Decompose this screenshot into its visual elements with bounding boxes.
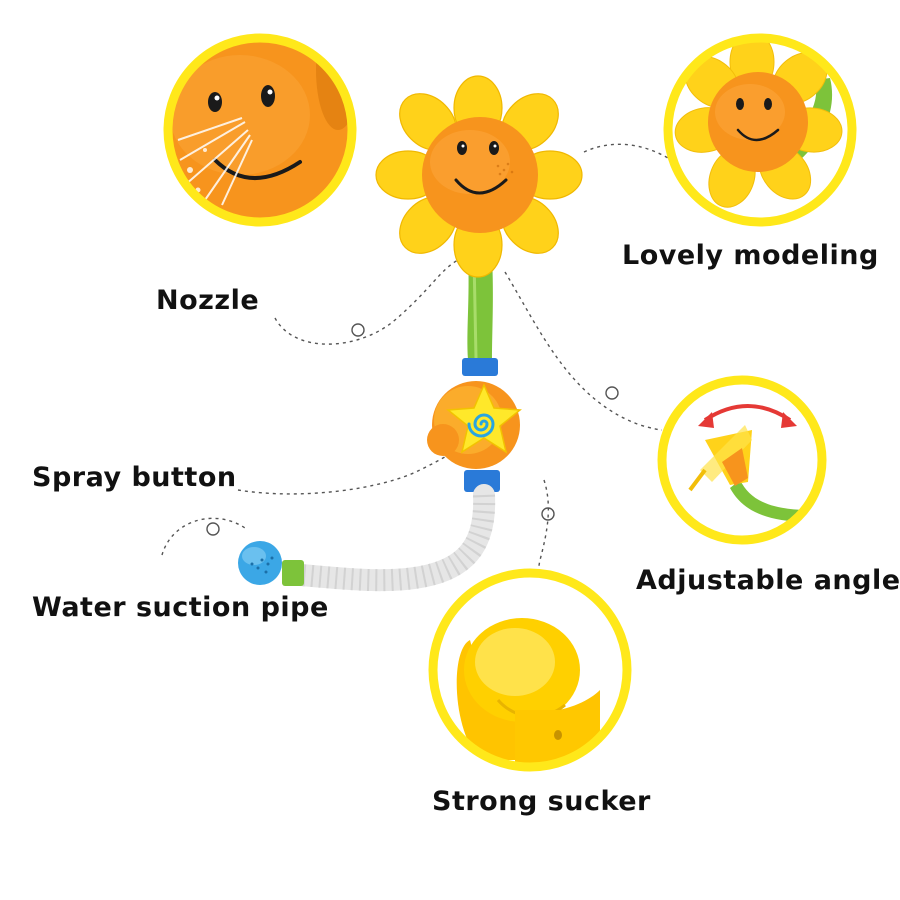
connector-adjust [504, 271, 663, 431]
label-spray-button: Spray button [32, 462, 237, 493]
connector-water [161, 517, 246, 556]
connector-lovely [583, 143, 669, 159]
nozzle-closeup [163, 33, 357, 227]
label-nozzle: Nozzle [156, 285, 260, 316]
label-lovely-modeling: Lovely modeling [622, 240, 879, 271]
label-strong-sucker: Strong sucker [432, 786, 651, 817]
label-water-suction-pipe: Water suction pipe [32, 592, 329, 623]
spiral-icon [467, 413, 495, 438]
connector-spray [237, 454, 449, 495]
strong-sucker-closeup [428, 568, 632, 772]
hose [289, 484, 496, 592]
star-button [446, 383, 522, 454]
label-adjustable-angle: Adjustable angle [636, 565, 900, 596]
lovely-modeling-closeup [663, 33, 857, 227]
sunflower-shower-toy [238, 75, 583, 592]
connector-lines [161, 143, 669, 601]
connector-nozzle [274, 259, 459, 345]
connector-loops [206, 323, 619, 536]
adjustable-angle-closeup [657, 375, 827, 545]
